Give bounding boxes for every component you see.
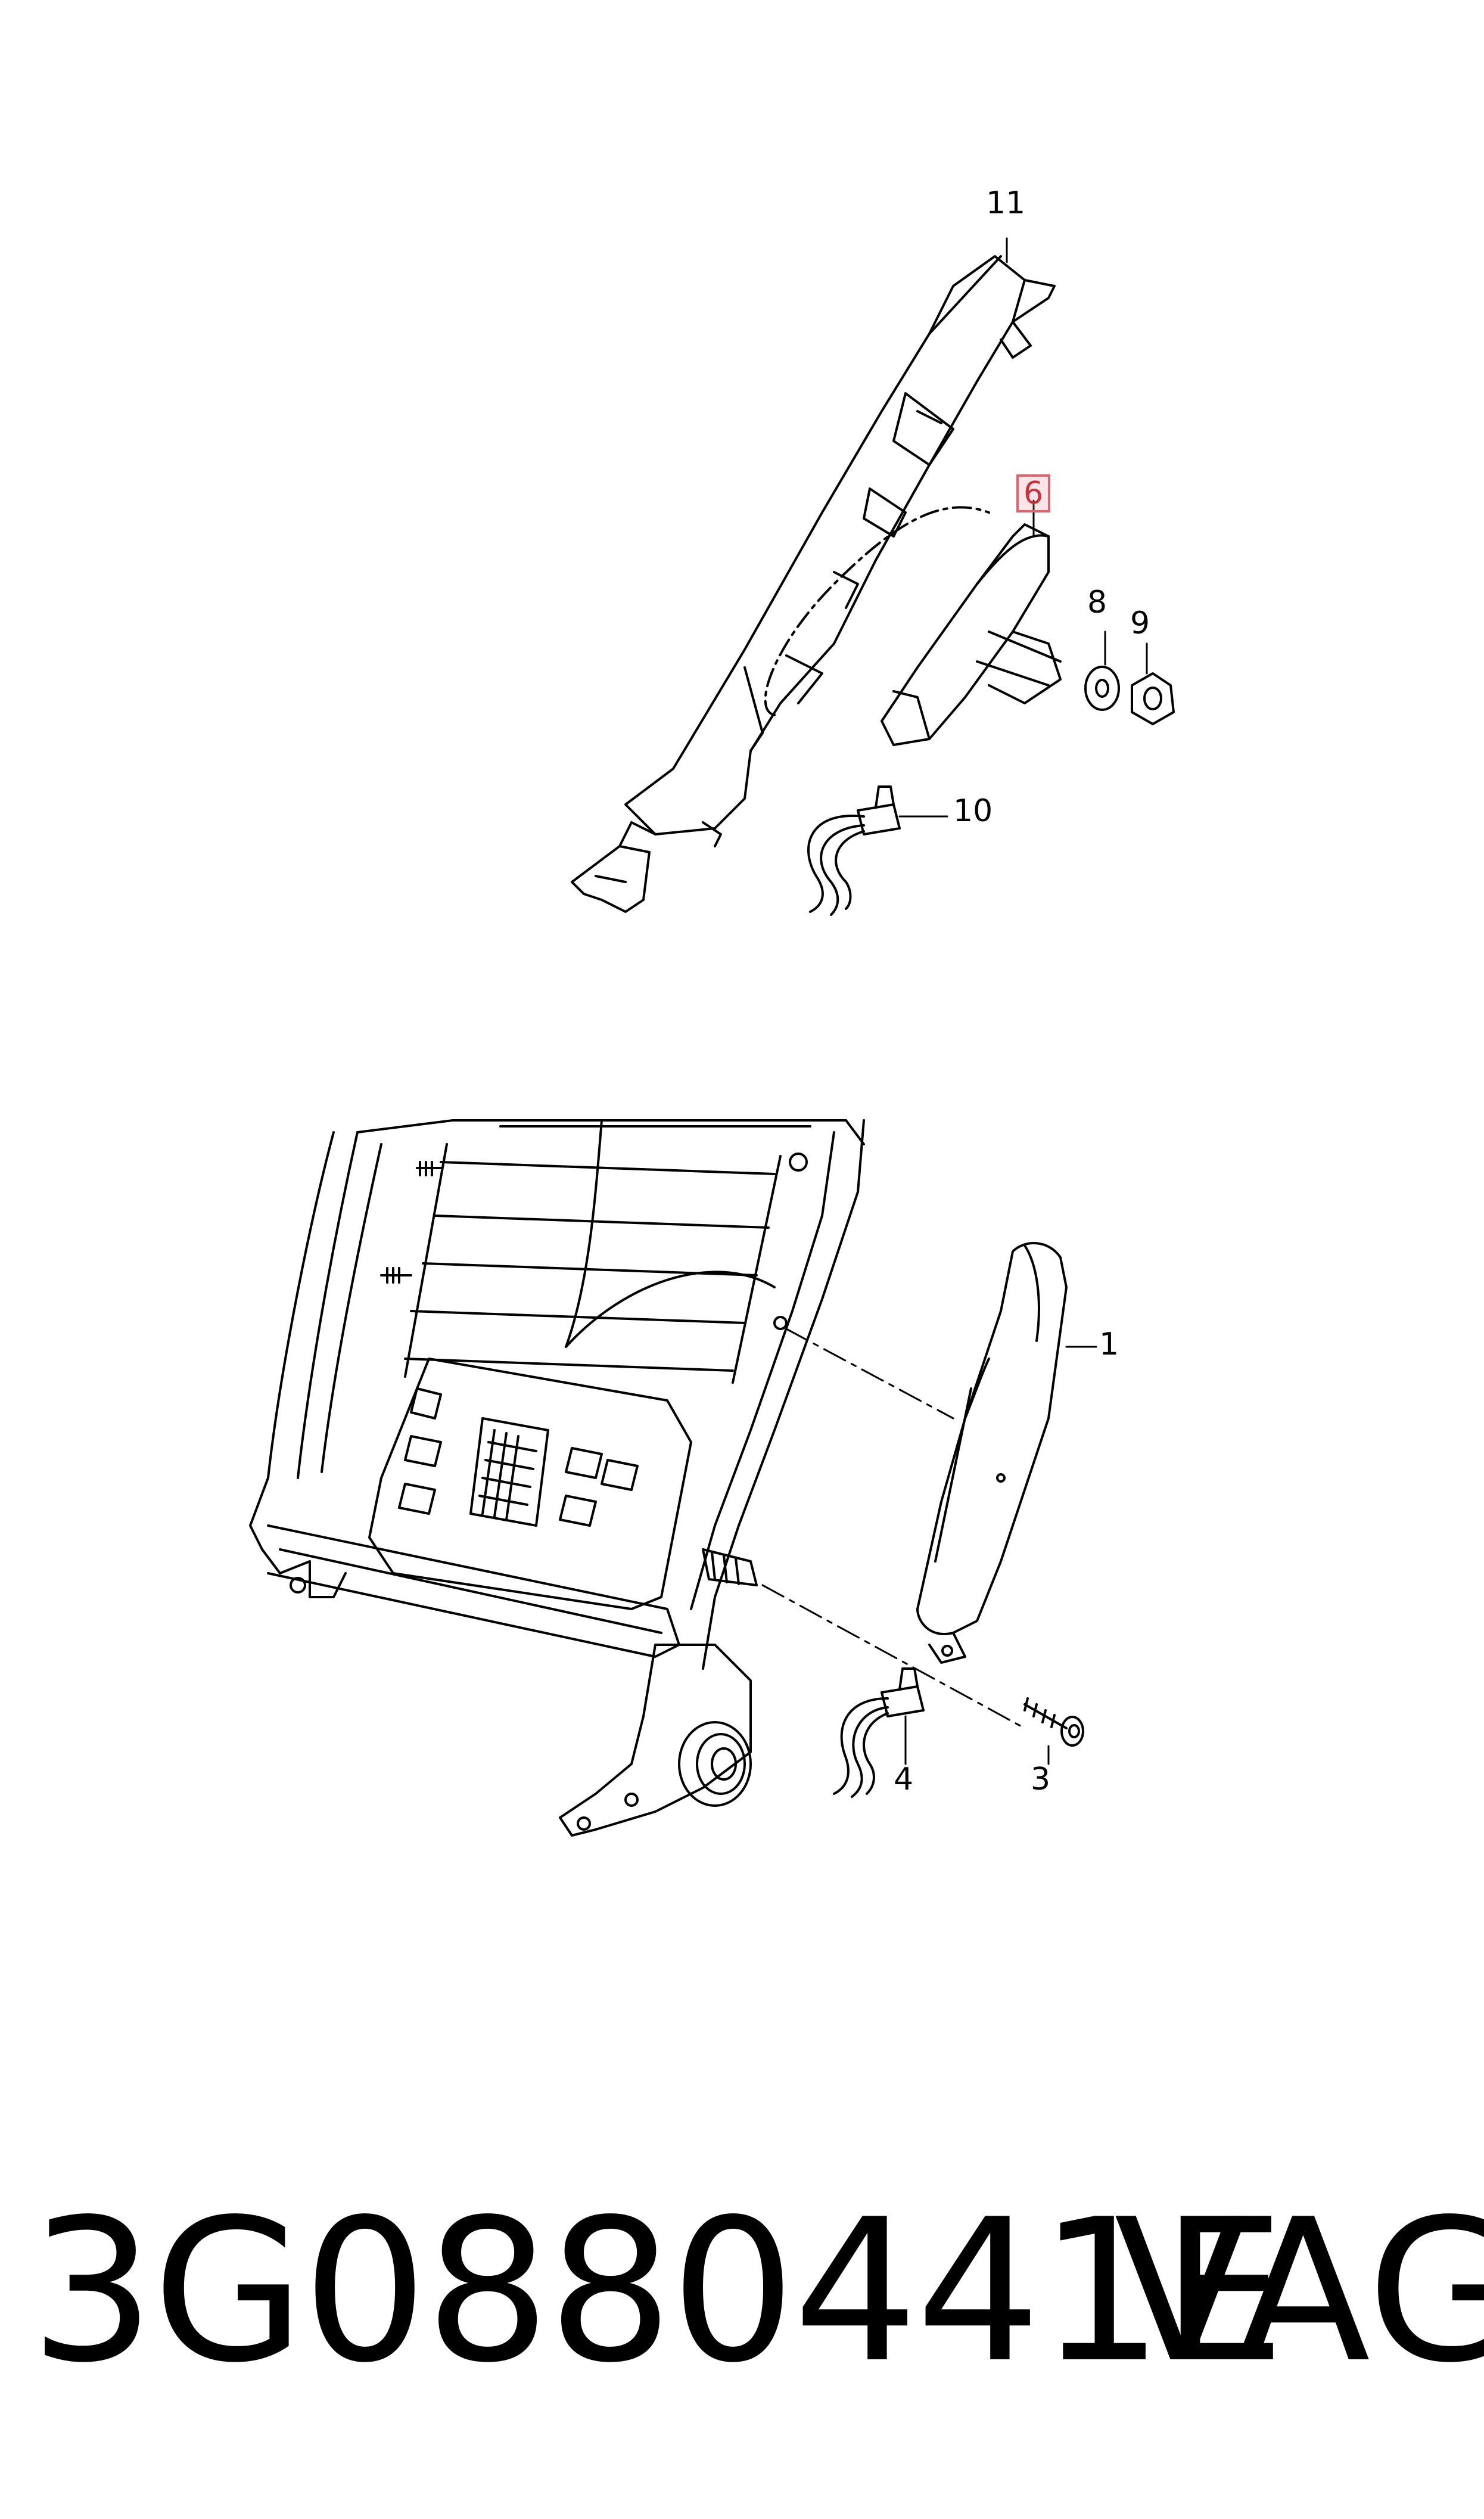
airbag-module-part-6 [881, 523, 1062, 746]
leader-lines-top [898, 237, 1148, 818]
callout-4: 4 [894, 1762, 914, 1797]
callout-1: 1 [1099, 1327, 1119, 1362]
airbag-outline-dashed [764, 506, 990, 716]
washer-part-8 [1084, 666, 1120, 711]
connector-part-10 [807, 785, 901, 916]
trim-panel-part-11 [571, 255, 1056, 913]
callout-9: 9 [1130, 605, 1150, 641]
callout-3: 3 [1031, 1762, 1051, 1797]
connector-part-4 [833, 1667, 925, 1798]
nut-part-9 [1131, 672, 1175, 725]
seat-back-frame [249, 1119, 865, 1837]
brand-label: VAG [1114, 2177, 1484, 2406]
assembly-lines-bottom [761, 1328, 1026, 1729]
callout-11: 11 [986, 185, 1026, 221]
part-number-label: 3G0880441E [30, 2177, 1286, 2406]
bolt-part-3 [1023, 1697, 1084, 1747]
callout-8: 8 [1087, 585, 1107, 620]
callout-6[interactable]: 6 [1016, 474, 1051, 513]
leader-lines-bottom [904, 1346, 1097, 1765]
side-airbag-part-1 [916, 1242, 1068, 1664]
callout-10: 10 [953, 793, 993, 829]
